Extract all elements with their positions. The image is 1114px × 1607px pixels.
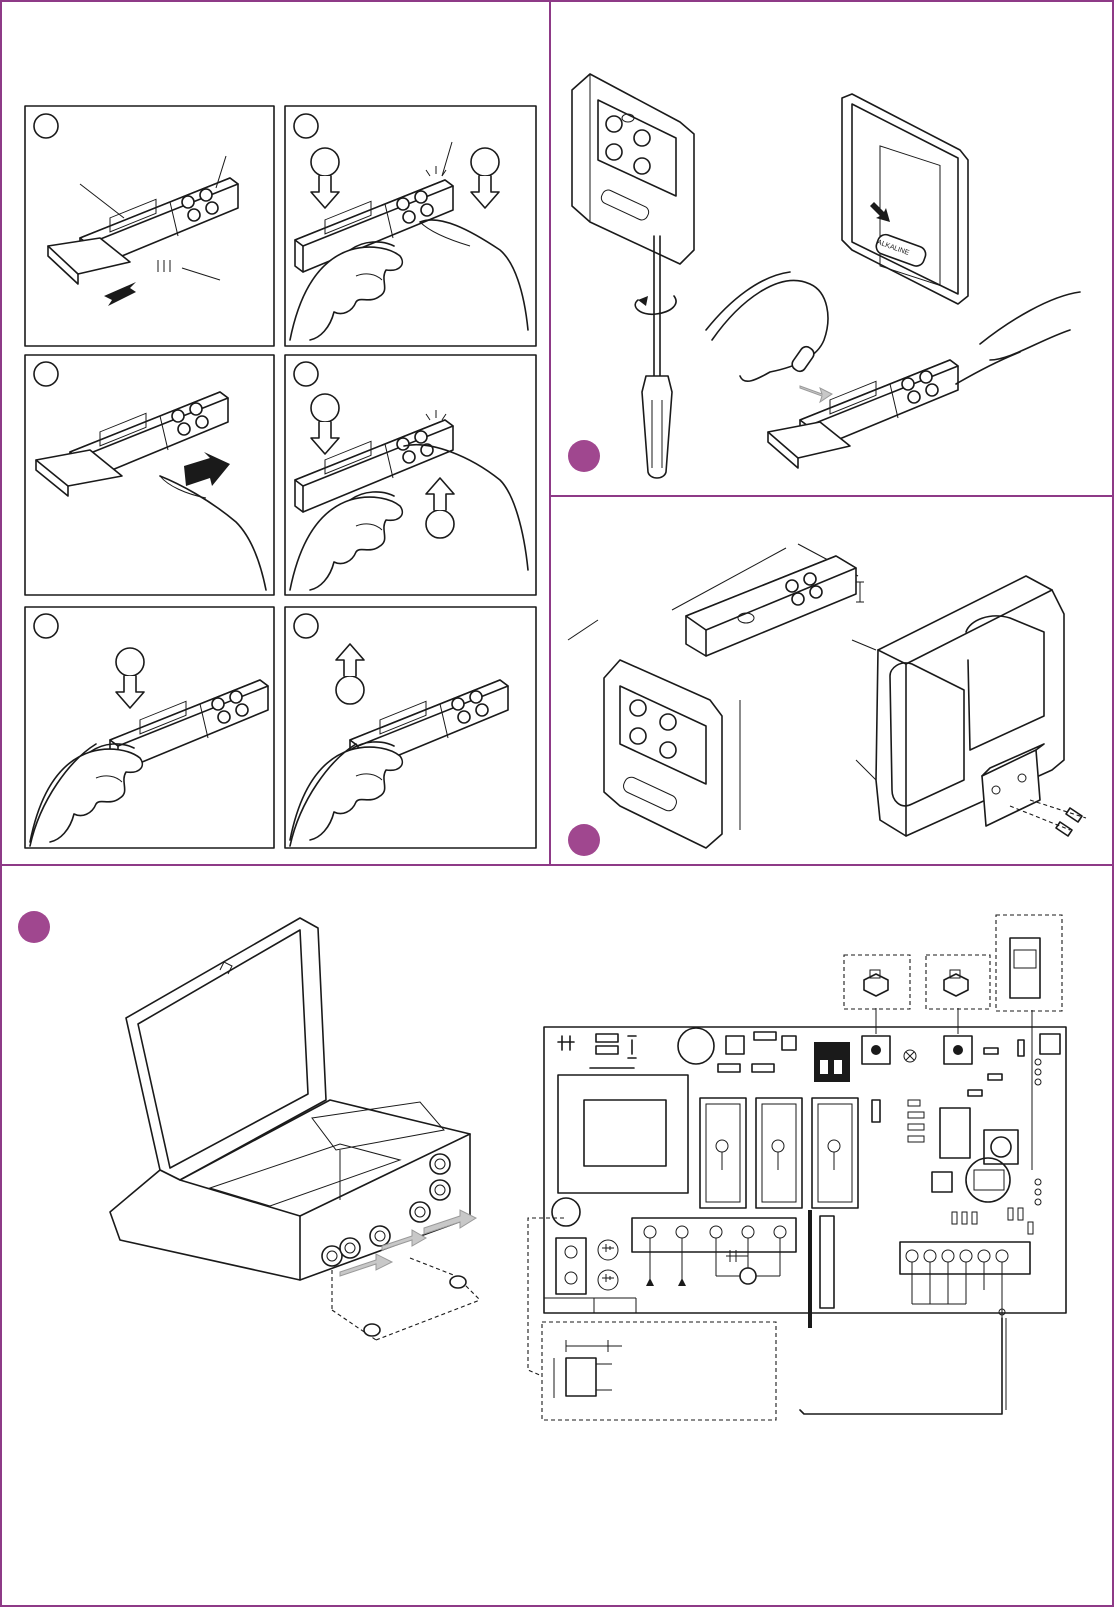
- screw-icon: [1056, 822, 1072, 836]
- step-2-illustration: [290, 142, 528, 340]
- remote-control-icon: [686, 556, 856, 656]
- step-circle-4: [294, 362, 318, 386]
- wall-transmitter-icon: [572, 74, 694, 264]
- step-1-illustration: [48, 156, 238, 306]
- screwdriver-icon: [635, 236, 676, 478]
- step-5-illustration: [30, 648, 268, 846]
- step-circle-5: [34, 614, 58, 638]
- screw-icon: [1066, 808, 1082, 822]
- step-circle-6: [294, 614, 318, 638]
- step-badge: [568, 824, 600, 856]
- step-circle-1: [34, 114, 58, 138]
- up-arrow-icon: [336, 644, 364, 704]
- step-circle-3: [34, 362, 58, 386]
- step-badge: [18, 911, 50, 943]
- step-circle-2: [294, 114, 318, 138]
- up-arrow-icon: [426, 478, 454, 538]
- down-arrow-icon: [311, 148, 339, 208]
- hand-icon: [290, 742, 402, 840]
- down-arrow-icon: [116, 648, 144, 708]
- wall-plate-icon: ALKALINE: [842, 94, 968, 304]
- battery-replacement-illustration: ALKALINE: [568, 74, 1080, 478]
- down-arrow-icon: [471, 148, 499, 208]
- down-arrow-icon: [311, 394, 339, 454]
- step-3-illustration: [36, 392, 266, 590]
- step-badge: [568, 440, 600, 472]
- dimensions-illustration: [568, 544, 1086, 856]
- step-6-illustration: [290, 644, 508, 846]
- hand-icon: [712, 281, 828, 382]
- circuit-board-icon: [528, 915, 1066, 1420]
- antenna-icon: [800, 1318, 1002, 1414]
- wall-transmitter-icon: [568, 620, 740, 848]
- open-enclosure-illustration: [110, 918, 480, 1340]
- step-4-illustration: [290, 394, 528, 590]
- hand-icon: [30, 744, 142, 842]
